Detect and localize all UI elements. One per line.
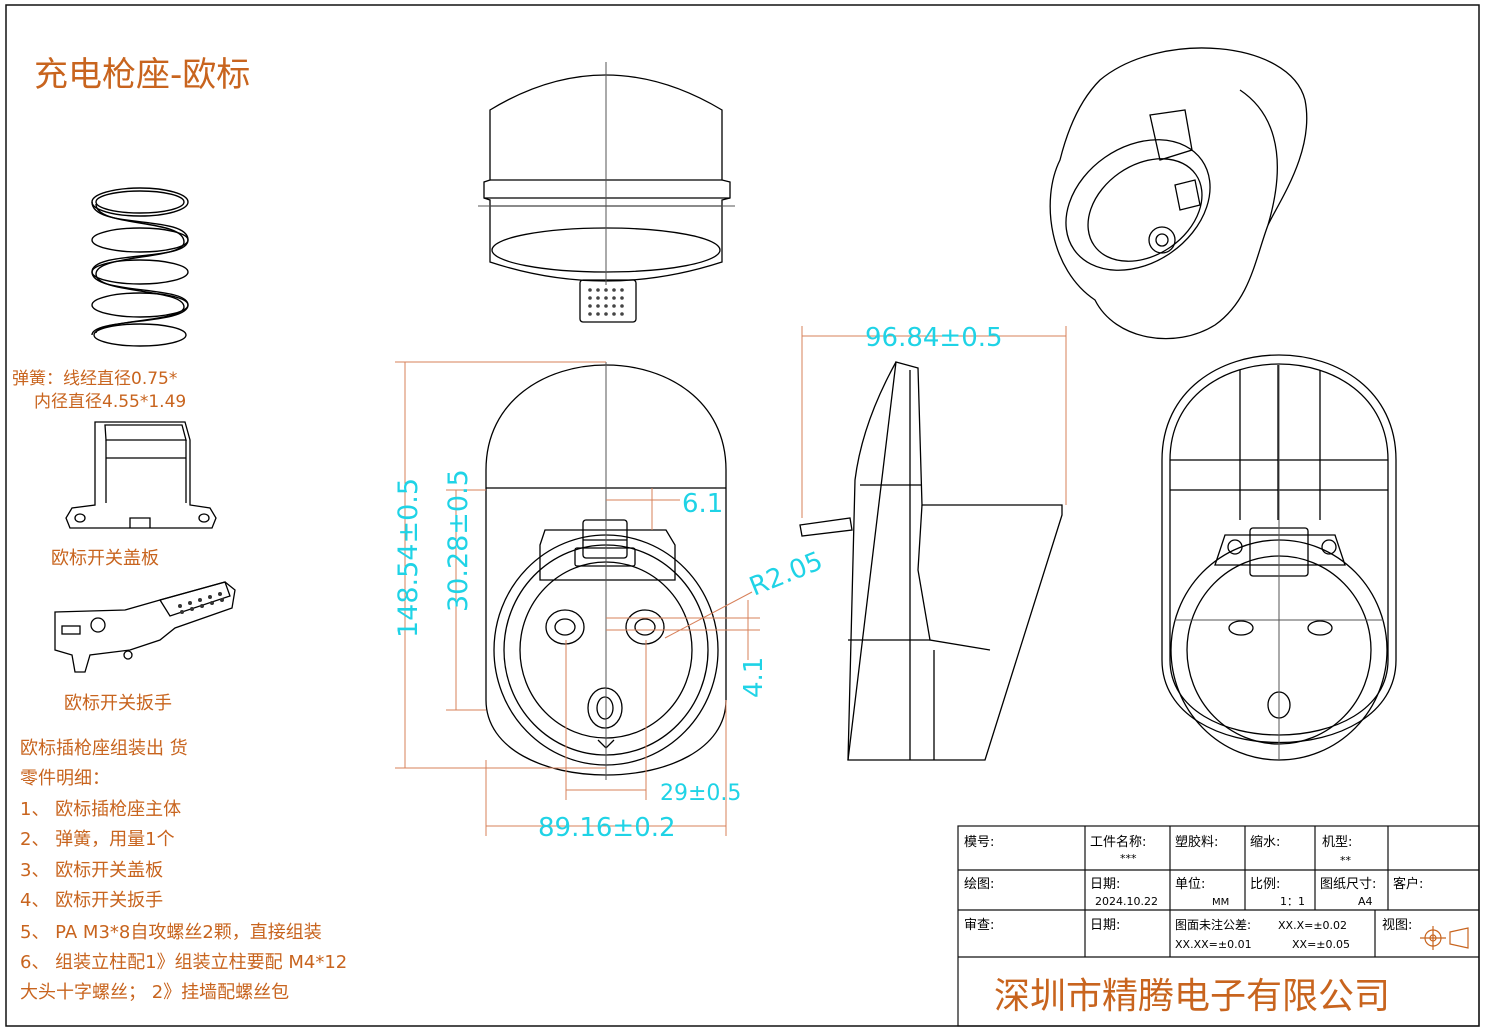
tb-shrink-label: 缩水: <box>1250 834 1280 850</box>
lever-label: 欧标开关扳手 <box>64 693 172 714</box>
tb-tolerance-2: XX.XX=±0.01 <box>1175 938 1252 951</box>
tb-view-label: 视图: <box>1382 918 1412 933</box>
spring-spec-line2: 内径直径4.55*1.49 <box>34 392 186 412</box>
cover-plate-illustration <box>65 421 217 529</box>
spring-spec-line1: 弹簧：线经直径0.75* <box>12 369 177 389</box>
tb-scale-value: 1：1 <box>1280 895 1305 908</box>
tb-tolerance-3: XX=±0.05 <box>1292 938 1350 951</box>
tb-model-label: 机型: <box>1322 835 1352 850</box>
assembly-note-line: 1、 欧标插枪座主体 <box>20 799 181 820</box>
sheet-border <box>5 4 1480 1027</box>
dim-top-offset: 6.1 <box>682 489 723 519</box>
assembly-note-line: 3、 欧标开关盖板 <box>20 860 163 881</box>
tb-material-label: 塑胶料: <box>1175 834 1218 850</box>
assembly-note-line: 2、 弹簧，用量1个 <box>20 829 175 850</box>
tb-unit-value: MM <box>1212 897 1229 908</box>
back-view <box>1161 354 1397 761</box>
cover-plate-label: 欧标开关盖板 <box>51 548 159 569</box>
title-block <box>957 825 1480 1027</box>
tb-customer-label: 客户: <box>1393 876 1423 892</box>
tb-drawn-label: 绘图: <box>964 877 994 892</box>
assembly-note-line: 欧标插枪座组装出 货 <box>20 738 188 759</box>
dim-total-width: 89.16±0.2 <box>538 813 676 843</box>
dim-socket-height: 30.28±0.5 <box>443 469 474 612</box>
top-view <box>478 62 735 323</box>
front-view-dimension-lines <box>395 361 760 836</box>
lever-illustration <box>54 581 236 673</box>
lever-grip-dots <box>178 592 224 614</box>
assembly-note-line: 5、 PA M3*8自攻螺丝2颗，直接组装 <box>20 922 322 943</box>
tb-review-label: 审查: <box>964 918 994 933</box>
tb-date-value: 2024.10.22 <box>1095 895 1158 908</box>
isometric-view <box>1049 47 1308 340</box>
assembly-note-line: 4、 欧标开关扳手 <box>20 890 163 911</box>
projection-symbol-icon <box>1420 926 1469 950</box>
assembly-note-line: 大头十字螺丝； 2》挂墙配螺丝包 <box>20 982 289 1003</box>
top-view-grip-dots <box>588 288 624 316</box>
assembly-note-line: 零件明细： <box>20 768 110 789</box>
title-block-text: 模号: 工件名称: *** 塑胶料: 缩水: 机型: ** 绘图: 日期: 20… <box>964 834 1423 951</box>
dim-radius: R2.05 <box>745 546 827 602</box>
side-view <box>799 361 1063 761</box>
tb-date-label: 日期: <box>1090 877 1120 892</box>
dim-pin-span: 29±0.5 <box>660 781 741 806</box>
company-name: 深圳市精腾电子有限公司 <box>994 976 1390 1017</box>
spring-illustration <box>91 187 189 347</box>
tb-model-value: ** <box>1340 854 1352 867</box>
tb-mold-no-label: 模号: <box>964 835 994 850</box>
drawing-title: 充电枪座-欧标 <box>34 55 250 95</box>
tb-paper-value: A4 <box>1358 895 1373 908</box>
tb-paper-label: 图纸尺寸: <box>1320 877 1376 892</box>
tb-part-name-label: 工件名称: <box>1090 834 1146 850</box>
tb-tolerance-1: XX.X=±0.02 <box>1278 919 1347 932</box>
tb-tolerance-label: 图面未注公差: <box>1175 917 1251 932</box>
side-view-dimension-lines <box>801 326 1067 518</box>
front-view <box>485 362 727 780</box>
dim-pin-offset: 4.1 <box>739 657 769 698</box>
tb-part-name-value: *** <box>1120 852 1137 865</box>
assembly-note-line: 6、 组装立柱配1》组装立柱要配 M4*12 <box>20 952 347 973</box>
dim-total-height: 148.54±0.5 <box>393 478 424 638</box>
assembly-notes: 欧标插枪座组装出 货 零件明细： 1、 欧标插枪座主体 2、 弹簧，用量1个 3… <box>20 738 347 1003</box>
dim-total-depth: 96.84±0.5 <box>865 323 1003 353</box>
tb-date2-label: 日期: <box>1090 918 1120 933</box>
tb-unit-label: 单位: <box>1175 877 1205 892</box>
tb-scale-label: 比例: <box>1250 877 1280 892</box>
